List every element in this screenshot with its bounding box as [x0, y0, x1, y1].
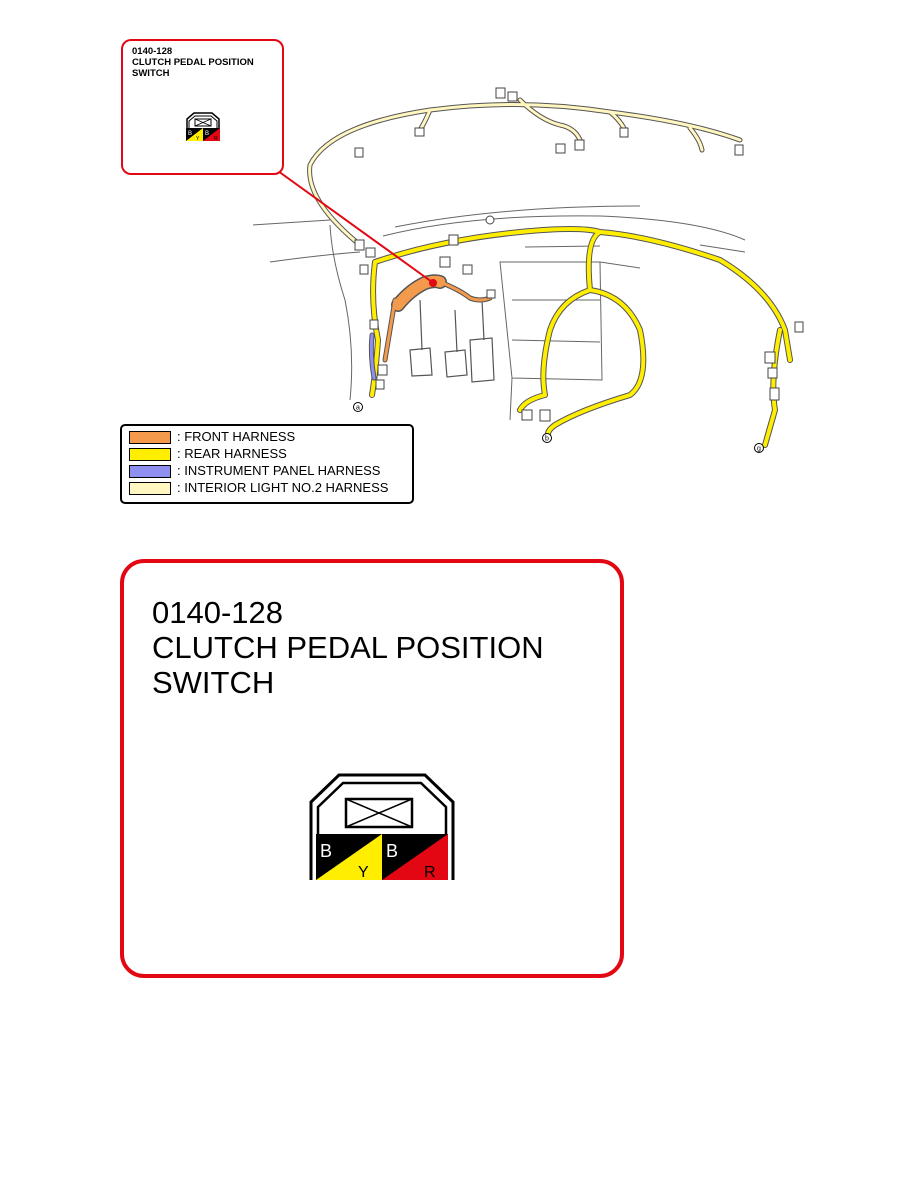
legend-item-rear: : REAR HARNESS: [129, 447, 287, 461]
front-harness: [382, 274, 493, 363]
harness-overview-diagram: a b g: [252, 87, 804, 453]
connector-detail-box: 0140-128 CLUTCH PEDAL POSITION SWITCH B …: [120, 559, 624, 978]
vehicle-body-outline: [252, 205, 746, 421]
legend-label-rear: : REAR HARNESS: [177, 446, 287, 461]
legend-swatch-rear: [129, 447, 171, 461]
detail-code: 0140-128: [152, 595, 284, 630]
pin1-wire-color: Y: [358, 864, 369, 881]
connector-callout-small: 0140-128 CLUTCH PEDAL POSITION SWITCH B …: [121, 39, 284, 175]
legend-label-instrument-panel: : INSTRUMENT PANEL HARNESS: [177, 463, 381, 478]
legend-swatch-instrument-panel: [129, 464, 171, 478]
callout-name-line2: SWITCH: [132, 68, 170, 79]
small-pin1-label: B: [188, 131, 192, 137]
legend-swatch-front: [129, 430, 171, 444]
callout-code: 0140-128: [132, 46, 173, 57]
pin2-label: B: [386, 841, 398, 861]
legend-label-front: : FRONT HARNESS: [177, 429, 296, 444]
detail-name-line2: SWITCH: [152, 665, 275, 700]
small-pin2-wire: R: [214, 136, 218, 142]
small-pin2-label: B: [205, 131, 209, 137]
legend-swatch-interior-light: [129, 481, 171, 495]
pin2-wire-color: R: [424, 864, 436, 881]
small-pin1-wire: Y: [196, 136, 200, 142]
legend-label-interior-light: : INTERIOR LIGHT NO.2 HARNESS: [177, 480, 389, 495]
callout-leader-line: [277, 170, 433, 283]
pedals: [409, 299, 495, 383]
pin1-label: B: [320, 841, 332, 861]
detail-name-line1: CLUTCH PEDAL POSITION: [152, 630, 544, 665]
rear-harness: [369, 226, 793, 448]
legend-item-instrument-panel: : INSTRUMENT PANEL HARNESS: [129, 464, 380, 478]
connector-face-view: B Y B R: [309, 773, 455, 881]
callout-name-line1: CLUTCH PEDAL POSITION: [132, 57, 254, 68]
legend-item-interior-light: : INTERIOR LIGHT NO.2 HARNESS: [129, 481, 388, 495]
legend-item-front: : FRONT HARNESS: [129, 430, 295, 444]
target-connector-marker: [429, 279, 437, 287]
instrument-panel-harness: [368, 332, 377, 381]
marker-a: a: [356, 405, 360, 412]
marker-b: b: [545, 436, 549, 443]
marker-g: g: [757, 446, 761, 453]
harness-legend: : FRONT HARNESS : REAR HARNESS : INSTRUM…: [120, 424, 414, 504]
connectors: [354, 87, 804, 422]
connector-icon-small: B Y B R: [186, 112, 220, 142]
location-markers: [353, 402, 764, 453]
